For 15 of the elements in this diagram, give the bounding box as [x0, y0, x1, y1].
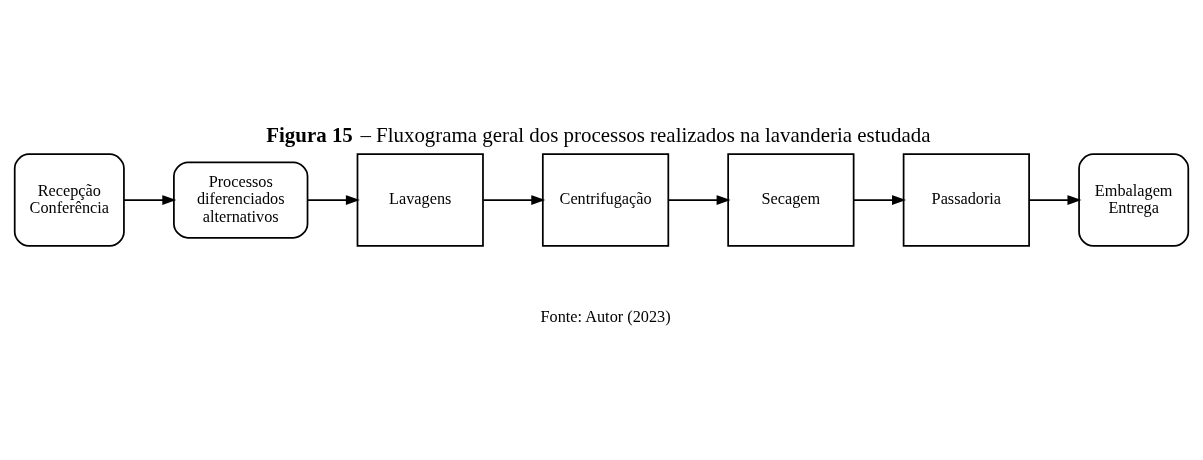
diagram-title: Figura 15 – Fluxograma geral dos processos realizados na lavanderia estudada — [266, 122, 931, 147]
node-box: Secagem — [727, 153, 855, 247]
node-box: Processos diferenciados alternativos — [173, 161, 309, 239]
arrow — [123, 195, 177, 205]
arrow — [306, 195, 360, 205]
caption: Fonte: Autor (2023) — [540, 307, 671, 326]
node-box: Recepção Conferência — [13, 153, 125, 247]
arrow — [1028, 195, 1082, 205]
node-box: Passadoria — [902, 153, 1030, 247]
arrow — [852, 195, 906, 205]
node-box: Embalagem Entrega — [1078, 153, 1190, 247]
arrow — [482, 195, 546, 205]
node-box: Centrifugação — [541, 153, 670, 247]
arrow — [667, 195, 731, 205]
node-box: Lavagens — [356, 153, 484, 247]
